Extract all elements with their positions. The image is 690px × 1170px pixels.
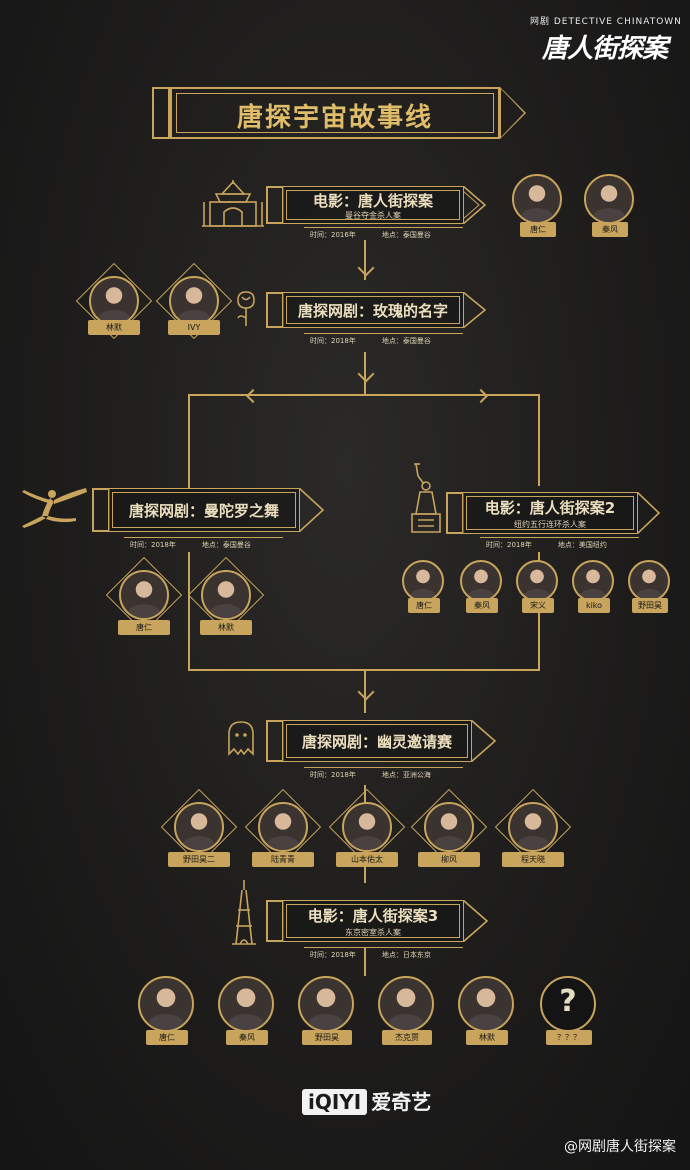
- character-name: 唐仁: [118, 620, 170, 635]
- avatar: [424, 802, 474, 852]
- avatar: [258, 802, 308, 852]
- node-web-3-label: 唐探网剧：幽灵邀请赛: [301, 733, 452, 751]
- avatar: [342, 802, 392, 852]
- tokyo-tower-icon: [232, 880, 256, 945]
- character-name: 杰克贾: [382, 1030, 432, 1045]
- pen-tip-icon: [463, 900, 489, 942]
- statue-of-liberty-icon: [411, 463, 441, 533]
- node-web-2-info: 时间：2018年地点：泰国曼谷: [124, 537, 283, 552]
- rose-icon: [237, 291, 255, 326]
- arrow-right-icon: [473, 388, 489, 404]
- avatar: [516, 560, 558, 602]
- avatar: [378, 976, 434, 1032]
- character-name: 秦风: [592, 222, 628, 237]
- character-name: 野田昊二: [168, 852, 230, 867]
- character-name: 秦风: [226, 1030, 268, 1045]
- node-web-1-label: 唐探网剧：玫瑰的名字: [297, 302, 448, 320]
- character-name: 宋义: [522, 598, 554, 613]
- character-name: 秦风: [466, 598, 498, 613]
- node-film-3-subtitle: 东京密室杀人案: [345, 928, 401, 937]
- ghost-icon: [228, 721, 254, 756]
- pen-tip-icon: [637, 492, 661, 534]
- arrow-left-icon: [245, 388, 261, 404]
- character-name: IVY: [168, 320, 220, 335]
- character-name: 唐仁: [146, 1030, 188, 1045]
- weibo-watermark: @网剧唐人街探案: [564, 1139, 676, 1155]
- node-film-2-label: 电影：唐人街探案2: [484, 499, 616, 517]
- avatar: [174, 802, 224, 852]
- avatar: [508, 802, 558, 852]
- node-web-3-info: 时间：2018年地点：亚洲公海: [304, 767, 463, 782]
- title-pen-tip: [500, 87, 526, 139]
- node-film-2-info: 时间：2018年地点：美国纽约: [480, 537, 639, 552]
- pen-tip-icon: [463, 292, 487, 328]
- pen-tip-icon: [463, 186, 487, 224]
- node-web-2-label: 唐探网剧：曼陀罗之舞: [128, 502, 279, 520]
- avatar: [119, 570, 169, 620]
- node-film-1-info: 时间：2016年地点：泰国曼谷: [304, 227, 463, 242]
- character-name: 程天晓: [502, 852, 564, 867]
- character-name: 野田昊: [632, 598, 668, 613]
- character-name: 唐仁: [408, 598, 440, 613]
- node-film-2-subtitle: 纽约五行连环杀人案: [514, 520, 586, 529]
- character-name: 山本佑太: [336, 852, 398, 867]
- iqiyi-logo-mark: iQIYI: [302, 1089, 368, 1115]
- pen-tip-icon: [471, 720, 497, 762]
- temple-icon: [202, 180, 264, 227]
- iqiyi-logo-text: 爱奇艺: [371, 1090, 432, 1114]
- character-name: 林默: [88, 320, 140, 335]
- avatar: [572, 560, 614, 602]
- avatar: [218, 976, 274, 1032]
- avatar: [402, 560, 444, 602]
- unknown-character-avatar: ?: [540, 976, 596, 1032]
- character-name: 野田昊: [302, 1030, 352, 1045]
- page-title: 唐探宇宙故事线: [236, 103, 433, 133]
- series-logo: 网剧 DETECTIVE CHINATOWN 唐人街探案: [530, 14, 682, 74]
- arrow-down-icon: [357, 259, 375, 277]
- pen-tip-icon: [299, 488, 325, 532]
- node-film-3-info: 时间：2018年地点：日本东京: [304, 947, 463, 962]
- node-film-1-subtitle: 曼谷夺金杀人案: [345, 211, 401, 220]
- arrow-down-icon: [357, 683, 375, 701]
- character-name: 柳风: [418, 852, 480, 867]
- title-frame: 唐探宇宙故事线: [170, 87, 500, 139]
- character-name: 陆青青: [252, 852, 314, 867]
- avatar: [298, 976, 354, 1032]
- dancer-icon: [22, 488, 87, 528]
- question-mark-icon: ?: [559, 984, 577, 1019]
- logo-subtitle: 网剧 DETECTIVE CHINATOWN: [530, 17, 682, 27]
- character-name: ？？？: [546, 1030, 592, 1045]
- arrow-down-icon: [357, 365, 375, 383]
- character-name: 唐仁: [520, 222, 556, 237]
- avatar: [201, 570, 251, 620]
- avatar: [512, 174, 562, 224]
- character-name: kiko: [578, 598, 610, 613]
- character-name: 林默: [200, 620, 252, 635]
- avatar: [458, 976, 514, 1032]
- node-film-1-label: 电影：唐人街探案: [312, 192, 433, 210]
- title-pen-back: [152, 87, 170, 139]
- avatar: [628, 560, 670, 602]
- avatar: [460, 560, 502, 602]
- logo-title: 唐人街探案: [542, 34, 668, 64]
- avatar: [584, 174, 634, 224]
- node-web-1-info: 时间：2018年地点：泰国曼谷: [304, 333, 463, 348]
- character-name: 林默: [466, 1030, 508, 1045]
- avatar: [169, 276, 219, 326]
- avatar: [138, 976, 194, 1032]
- node-film-3-label: 电影：唐人街探案3: [307, 907, 439, 925]
- avatar: [89, 276, 139, 326]
